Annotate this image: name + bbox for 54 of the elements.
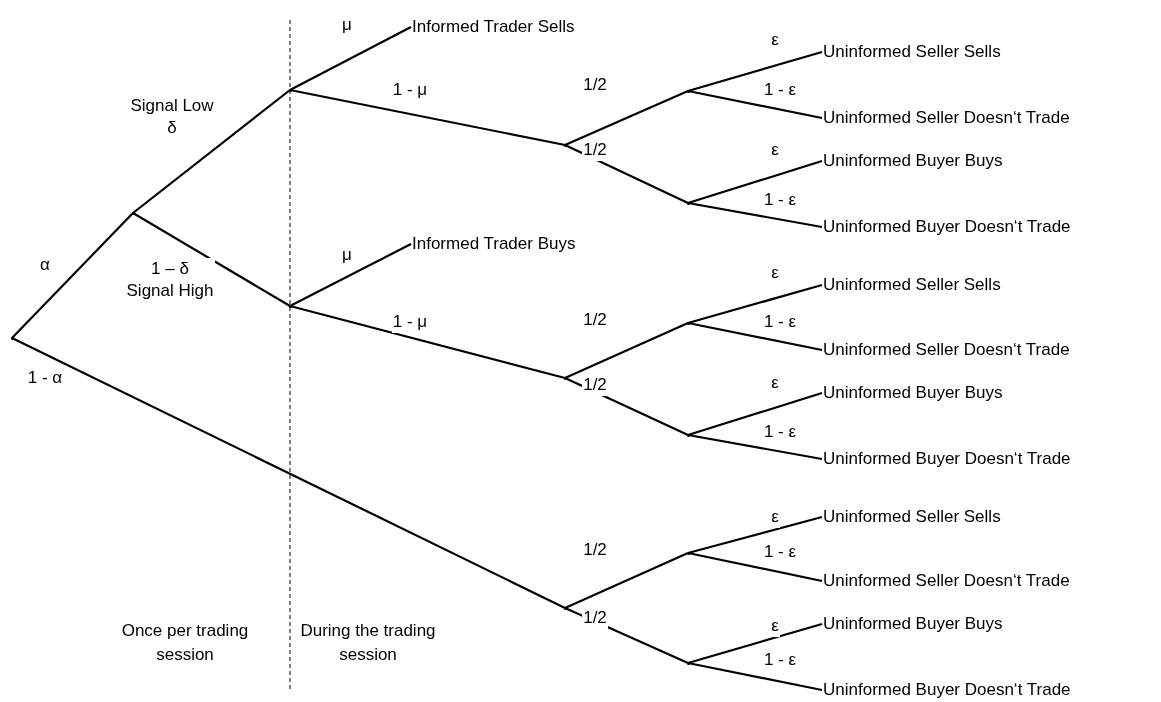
branch-line [687, 515, 823, 555]
outcome-label: Uninformed Buyer Doesn‘t Trade [823, 217, 1071, 237]
outcome-label: Informed Trader Sells [412, 17, 575, 37]
outcome-label: Uninformed Seller Doesn‘t Trade [823, 571, 1070, 591]
outcome-label: Uninformed Seller Sells [823, 42, 1001, 62]
phase-note: Once per trading session [120, 620, 250, 666]
branch-line [687, 622, 823, 665]
branch-line [289, 304, 566, 380]
branch-point [288, 304, 292, 308]
branch-line [687, 433, 823, 461]
branch-line [687, 321, 823, 352]
branch-line [687, 159, 823, 205]
branch-line [687, 391, 823, 437]
branch-line [132, 212, 291, 307]
branch-line [687, 551, 823, 583]
outcome-label: Uninformed Seller Doesn‘t Trade [823, 108, 1070, 128]
branch-point [288, 88, 292, 92]
branch-line [687, 661, 823, 692]
outcome-label: Uninformed Buyer Buys [823, 614, 1003, 634]
branch-line [564, 144, 689, 204]
branch-line [687, 201, 823, 229]
branch-line [687, 283, 823, 325]
outcome-label: Uninformed Seller Sells [823, 507, 1001, 527]
outcome-label: Uninformed Seller Sells [823, 275, 1001, 295]
outcome-label: Uninformed Buyer Buys [823, 151, 1003, 171]
branch-line [132, 89, 291, 214]
branch-line [289, 26, 412, 91]
branch-point [686, 201, 690, 205]
branch-line [289, 243, 412, 307]
branch-point [563, 606, 567, 610]
branch-point [686, 551, 690, 555]
outcome-label: Uninformed Seller Doesn‘t Trade [823, 340, 1070, 360]
branch-point [563, 143, 567, 147]
branch-line [11, 337, 566, 609]
outcome-label: Uninformed Buyer Doesn‘t Trade [823, 449, 1071, 469]
branch-point [686, 433, 690, 437]
outcome-label: Uninformed Buyer Doesn‘t Trade [823, 680, 1071, 700]
branch-point [563, 376, 567, 380]
branch-point [686, 321, 690, 325]
outcome-label: Informed Trader Buys [412, 234, 576, 254]
branch-line [11, 212, 134, 339]
outcome-label: Uninformed Buyer Buys [823, 383, 1003, 403]
branch-line [687, 89, 823, 120]
branch-point [10, 336, 14, 340]
phase-note: During the trading session [299, 620, 437, 666]
branch-line [564, 90, 689, 146]
branch-line [564, 322, 689, 379]
branch-line [564, 552, 689, 609]
probability-label: 1 – δ Signal High [125, 258, 215, 302]
branch-line [687, 50, 823, 93]
branch-point [686, 89, 690, 93]
branch-point [131, 211, 135, 215]
branch-line [289, 88, 566, 147]
branch-point [686, 661, 690, 665]
